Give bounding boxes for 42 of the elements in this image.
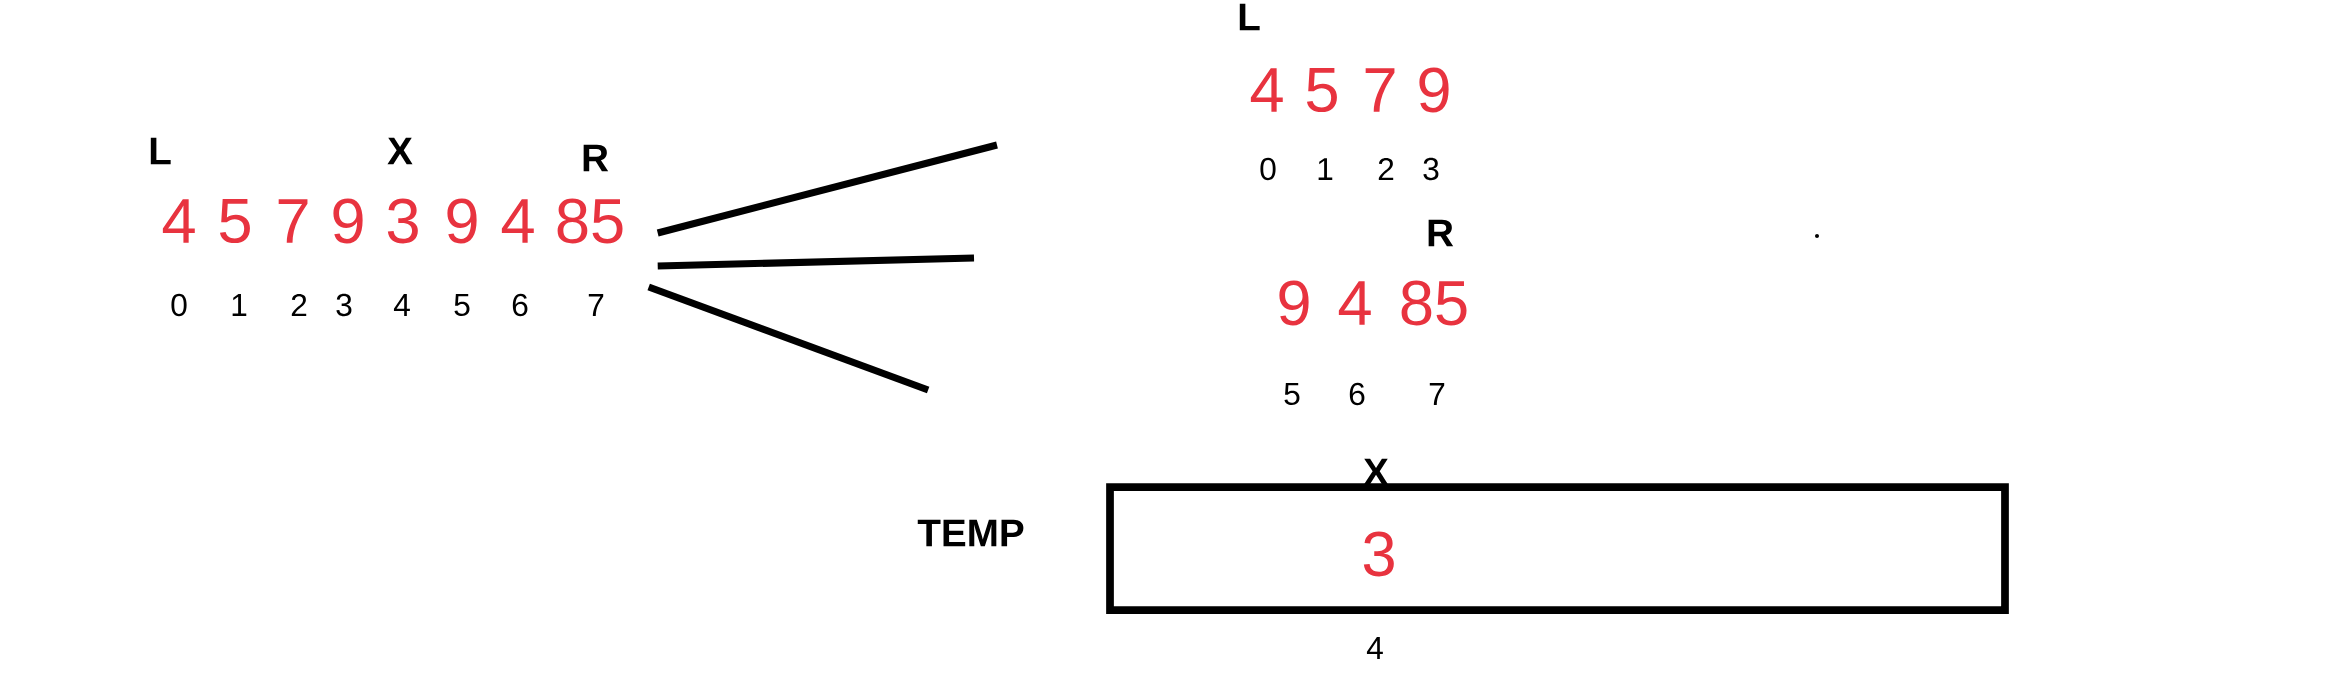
pointer-label: L bbox=[1239, 3, 1260, 31]
array-value: 9 bbox=[1419, 67, 1449, 113]
connector-line bbox=[656, 141, 998, 237]
index-number: 5 bbox=[1284, 382, 1300, 406]
index-number: 7 bbox=[588, 294, 604, 316]
index-number: 2 bbox=[291, 293, 307, 317]
index-number: 1 bbox=[1318, 158, 1333, 180]
connector-line bbox=[657, 254, 975, 270]
pointer-label: R bbox=[583, 144, 609, 172]
array-value: 4 bbox=[162, 199, 195, 243]
index-number: 0 bbox=[171, 293, 187, 317]
index-number: 3 bbox=[1423, 157, 1439, 181]
index-number: 1 bbox=[232, 294, 247, 316]
index-number: 4 bbox=[1366, 637, 1383, 659]
pointer-label: X bbox=[387, 137, 413, 165]
array-value: 4 bbox=[1338, 281, 1371, 325]
pointer-label: L bbox=[150, 137, 171, 165]
array-value: 9 bbox=[333, 198, 363, 244]
array-value: 85 bbox=[1401, 280, 1467, 326]
connector-line bbox=[647, 283, 930, 394]
pointer-label: R bbox=[1428, 219, 1454, 247]
array-value: 9 bbox=[1279, 280, 1309, 326]
index-number: 7 bbox=[1429, 383, 1445, 405]
side-label: TEMP bbox=[917, 519, 1024, 547]
pointer-label: X bbox=[1363, 458, 1389, 486]
index-number: 2 bbox=[1378, 157, 1394, 181]
array-value: 5 bbox=[219, 198, 250, 244]
array-value: 5 bbox=[1306, 67, 1337, 113]
array-value: 4 bbox=[501, 199, 534, 243]
array-value: 7 bbox=[278, 199, 308, 243]
index-number: 6 bbox=[512, 293, 528, 317]
index-number: 4 bbox=[393, 294, 410, 316]
array-value: 4 bbox=[1250, 68, 1283, 112]
index-number: 3 bbox=[336, 293, 352, 317]
storage-box: 3 bbox=[1106, 483, 2009, 614]
index-number: 0 bbox=[1260, 157, 1276, 181]
array-value: 3 bbox=[387, 198, 418, 244]
index-number: 5 bbox=[454, 293, 470, 317]
index-number: 6 bbox=[1349, 382, 1365, 406]
array-value: 9 bbox=[447, 198, 477, 244]
array-value: 85 bbox=[557, 198, 623, 244]
array-value: 7 bbox=[1365, 68, 1395, 112]
